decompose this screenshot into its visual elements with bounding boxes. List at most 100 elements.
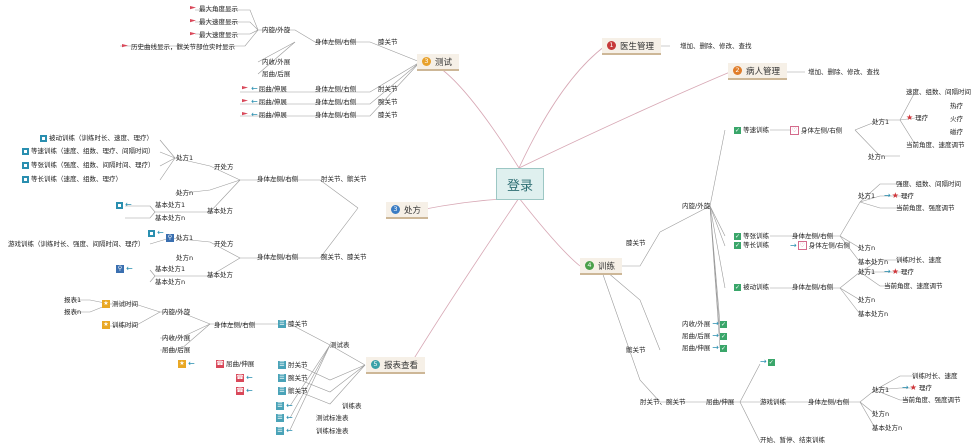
doctor-ops: 增加、删除、修改、查找 xyxy=(680,42,752,50)
report-elbow: ☰肘关节 xyxy=(278,361,308,369)
report-train-table: 训练表 xyxy=(342,402,362,410)
test-max-speed: 最大速度显示 xyxy=(190,18,238,26)
test-max-angle: 最大角度显示 xyxy=(190,5,238,13)
square-icon xyxy=(116,201,123,209)
report-test-std-row: ☰← xyxy=(276,414,294,422)
train-fire: 火疗 xyxy=(950,115,963,123)
trophy-icon: ★ xyxy=(102,321,110,329)
document-icon: ☰ xyxy=(276,402,284,410)
arrow-left-icon: ← xyxy=(286,401,293,410)
square-icon xyxy=(22,147,29,155)
train-therapy-3: →★理疗 xyxy=(884,267,914,277)
report-side: 身体左侧/右侧 xyxy=(214,321,256,329)
document-icon: ☰ xyxy=(278,387,286,395)
rx-base-n-b: 基本处方n xyxy=(155,278,186,286)
train-side-2: 身体左侧/右侧 xyxy=(792,232,834,240)
check-icon: ✓ xyxy=(734,241,741,249)
train-angle-3: 当前角度、速度调节 xyxy=(884,282,943,290)
rx-isometric: 等长训练（速度、组数、理疗） xyxy=(22,175,122,183)
arrow-left-icon: ← xyxy=(157,228,164,237)
number-badge: 1 xyxy=(607,41,616,50)
topic-test[interactable]: 3 测试 xyxy=(417,54,460,71)
rx-side: 身体左侧/右侧 xyxy=(257,175,299,183)
topic-doctor-management[interactable]: 1 医生管理 xyxy=(602,38,662,55)
topic-label: 病人管理 xyxy=(746,66,781,77)
check-icon: ✓ xyxy=(734,126,741,134)
arrow-left-icon: ← xyxy=(251,97,258,106)
search-icon: ⚲ xyxy=(166,234,174,242)
report-wrist: ☰腕关节 xyxy=(278,374,308,382)
train-rx1-b: 处方1 xyxy=(858,192,876,200)
report-train-std: 训练标准表 xyxy=(316,427,349,435)
rx-base-1b-row: ⚲← xyxy=(116,265,134,273)
report-test-std: 测试标准表 xyxy=(316,414,349,422)
train-inner: 内收/外展 →✓ xyxy=(682,319,727,328)
report-train-time: ★训练时间 xyxy=(102,321,138,329)
flag-icon xyxy=(190,32,196,36)
flag-icon xyxy=(242,112,248,116)
train-base-3: 基本处方n xyxy=(858,310,889,318)
arrow-left-icon: ← xyxy=(125,200,132,209)
flag-icon xyxy=(190,19,196,23)
train-rxn: 处方n xyxy=(868,153,886,161)
test-joint-3: 膝关节 xyxy=(378,111,398,119)
rx-base: 基本处方 xyxy=(207,207,233,215)
test-history: 历史曲线显示，髌关节部位实时显示 xyxy=(122,43,235,51)
topic-patient-management[interactable]: 2 病人管理 xyxy=(728,63,788,80)
test-row-wrist: ←屈曲/伸展 xyxy=(242,98,287,106)
test-joint-1: 肘关节 xyxy=(378,85,398,93)
topic-report-view[interactable]: 5 报表查看 xyxy=(366,357,426,374)
topic-label: 处方 xyxy=(404,205,422,216)
arrow-left-icon: ← xyxy=(251,84,258,93)
train-rx1: 处方1 xyxy=(872,118,890,126)
rx-base-1: 基本处方1 xyxy=(155,201,186,209)
number-badge: 5 xyxy=(371,360,380,369)
check-icon: ✓ xyxy=(719,320,727,328)
report-inner: 内收/外展 xyxy=(162,334,191,342)
test-row-knee: ←屈曲/伸展 xyxy=(242,111,287,119)
train-angle-4: 当前角度、强度调节 xyxy=(902,396,961,404)
heart-icon: ♡ xyxy=(790,126,799,135)
report-knee: ☰膝关节 xyxy=(278,320,308,328)
report-test-table: 测试表 xyxy=(330,341,350,349)
square-icon xyxy=(40,134,47,142)
star-icon: ★ xyxy=(909,383,917,392)
train-isometric: ✓ 等长训练 xyxy=(734,241,770,249)
arrow-left-icon: ← xyxy=(251,110,258,119)
star-icon: ★ xyxy=(906,113,914,122)
arrow-right-icon: → xyxy=(884,267,891,276)
train-game-icon-row: →✓ xyxy=(760,358,775,366)
flag-icon xyxy=(242,86,248,90)
train-side-3: →♡身体左侧/右侧 xyxy=(790,240,850,250)
topic-training[interactable]: 4 训练 xyxy=(580,258,623,275)
rx-passive: 被动训练（训练时长、速度、理疗） xyxy=(40,134,153,142)
report-flexext-row: ★← xyxy=(178,360,196,368)
trophy-icon: ★ xyxy=(178,360,186,368)
arrow-right-icon: → xyxy=(790,240,797,250)
report-1: 报表1 xyxy=(64,296,82,304)
arrow-left-icon: ← xyxy=(126,264,133,273)
train-angle: 当前角度、速度调节 xyxy=(906,141,965,149)
train-inout: 内旋/外旋 xyxy=(682,202,711,210)
train-rxn-4: 处方n xyxy=(872,410,890,418)
document-icon: ☰ xyxy=(278,320,286,328)
topic-label: 训练 xyxy=(598,261,616,272)
topic-label: 医生管理 xyxy=(620,41,655,52)
test-flex: 屈曲/后展 xyxy=(262,70,291,78)
rx-n: 处方n xyxy=(176,189,194,197)
train-side-4: 身体左侧/右侧 xyxy=(792,283,834,291)
test-max-force: 最大速度显示 xyxy=(190,31,238,39)
topic-prescription[interactable]: 3 处方 xyxy=(386,202,429,219)
train-flexext-3: 屈曲/伸展 xyxy=(706,398,735,406)
phone-icon: ☎ xyxy=(216,360,224,368)
topic-label: 测试 xyxy=(435,57,453,68)
test-inner: 内收/外展 xyxy=(262,58,291,66)
rx-n-b: 处方n xyxy=(176,254,194,262)
flag-icon xyxy=(190,6,196,10)
train-isotonic: ✓ 等张训练 xyxy=(734,232,770,240)
train-hip-joint: 髌关节 xyxy=(626,346,646,354)
phone-icon: ☎ xyxy=(236,387,244,395)
center-node-login[interactable]: 登录 xyxy=(496,168,544,200)
train-controls: 开始、暂停、结束训练 xyxy=(760,436,825,444)
train-therapy: ★理疗 xyxy=(906,113,929,123)
